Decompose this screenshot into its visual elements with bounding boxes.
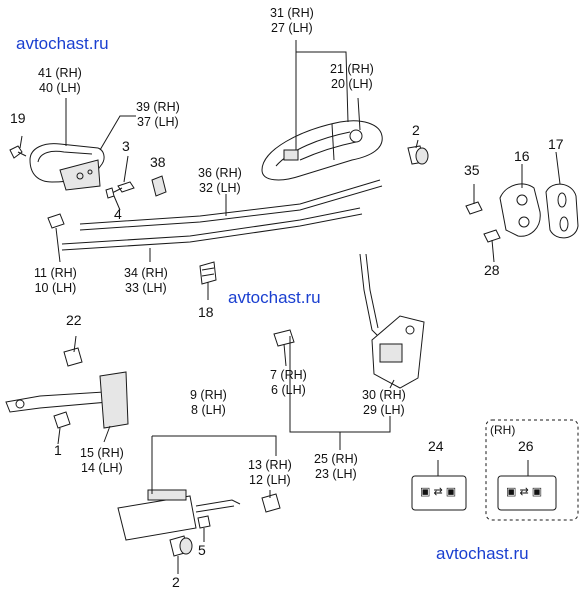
callout-14: 14 (LH) — [81, 461, 123, 475]
callout-39: 39 (RH) — [136, 100, 180, 114]
bolt-22-part — [63, 347, 83, 367]
callout-17: 17 — [548, 136, 564, 152]
striker-16-part — [499, 183, 541, 237]
outside-handle-part — [29, 143, 105, 191]
shim-17-part — [545, 183, 579, 239]
rod-36-part — [79, 179, 383, 231]
callout-38: 38 — [150, 154, 166, 170]
watermark-bottom: avtochast.ru — [436, 544, 529, 563]
callout-9-8: 9 (RH) 8 (LH) — [190, 388, 227, 418]
callout-11: 11 (RH) — [34, 266, 77, 280]
callout-1: 1 — [54, 442, 62, 458]
label-24-icon: ▣ ⇄ ▣ — [420, 486, 457, 498]
bolt-28-part — [483, 229, 501, 243]
callout-25-23: 25 (RH) 23 (LH) — [314, 452, 358, 482]
watermark-middle: avtochast.ru — [228, 288, 321, 307]
callout-30: 30 (RH) — [362, 388, 406, 402]
callout-4: 4 — [114, 206, 122, 222]
label-24-part — [411, 475, 467, 511]
callout-11-10: 11 (RH) 10 (LH) — [34, 266, 77, 296]
callout-41: 41 (RH) — [38, 66, 82, 80]
callout-21-20: 21 (RH) 20 (LH) — [330, 62, 374, 92]
callout-6: 6 (LH) — [271, 383, 306, 397]
callout-20: 20 (LH) — [331, 77, 373, 91]
grommet-2-part — [407, 145, 429, 165]
callout-16: 16 — [514, 148, 530, 164]
callout-9: 9 (RH) — [190, 388, 227, 402]
callout-24: 24 — [428, 438, 444, 454]
callout-21: 21 (RH) — [330, 62, 374, 76]
bolt-3-part — [105, 181, 135, 199]
callout-37: 37 (LH) — [137, 115, 179, 129]
label-26-part — [497, 475, 557, 511]
door-check-part — [5, 371, 129, 429]
callout-7: 7 (RH) — [270, 368, 307, 382]
callout-34-33: 34 (RH) 33 (LH) — [124, 266, 168, 296]
callout-28: 28 — [484, 262, 500, 278]
callout-31-27: 31 (RH) 27 (LH) — [270, 6, 314, 36]
callout-36: 36 (RH) — [198, 166, 242, 180]
callout-7-6: 7 (RH) 6 (LH) — [270, 368, 307, 398]
label-26-icon: ▣ ⇄ ▣ — [506, 486, 543, 498]
grommet-2-bottom-part — [169, 535, 193, 557]
screw-19-part — [9, 145, 27, 159]
bolt-1-part — [53, 411, 71, 429]
callout-2-top: 2 — [412, 122, 420, 138]
leader-lines — [19, 40, 561, 574]
nut-5-part — [197, 515, 211, 529]
callout-23: 23 (LH) — [315, 467, 357, 481]
callout-25: 25 (RH) — [314, 452, 358, 466]
callout-30-29: 30 (RH) 29 (LH) — [362, 388, 406, 418]
callout-15: 15 (RH) — [80, 446, 124, 460]
callout-12: 12 (LH) — [249, 473, 291, 487]
callout-5: 5 — [198, 542, 206, 558]
callout-15-14: 15 (RH) 14 (LH) — [80, 446, 124, 476]
callout-13-12: 13 (RH) 12 (LH) — [248, 458, 292, 488]
rh-dashed-box — [485, 419, 579, 521]
callout-13: 13 (RH) — [248, 458, 292, 472]
callout-40: 40 (LH) — [39, 81, 81, 95]
pad-38-part — [151, 175, 167, 197]
callout-36-32: 36 (RH) 32 (LH) — [198, 166, 242, 196]
spring-18-part — [199, 261, 217, 285]
callout-29: 29 (LH) — [363, 403, 405, 417]
rod-34-part — [61, 207, 363, 251]
callout-8: 8 (LH) — [191, 403, 226, 417]
inside-handle-part — [261, 120, 383, 181]
callout-34: 34 (RH) — [124, 266, 168, 280]
callout-26: 26 — [518, 438, 534, 454]
callout-22: 22 — [66, 312, 82, 328]
watermark-top: avtochast.ru — [16, 34, 109, 53]
clip-13-part — [261, 493, 281, 513]
actuator-part — [117, 489, 241, 541]
callout-31: 31 (RH) — [270, 6, 314, 20]
callout-19: 19 — [10, 110, 26, 126]
callout-41-40: 41 (RH) 40 (LH) — [38, 66, 82, 96]
callout-39-37: 39 (RH) 37 (LH) — [136, 100, 180, 130]
latch-assembly-part — [359, 253, 425, 389]
callout-32: 32 (LH) — [199, 181, 241, 195]
clip-7-part — [273, 329, 295, 347]
callout-35: 35 — [464, 162, 480, 178]
clip-11-part — [47, 213, 65, 229]
callout-2-bottom: 2 — [172, 574, 180, 590]
callout-33: 33 (LH) — [125, 281, 167, 295]
callout-10: 10 (LH) — [34, 281, 77, 295]
callout-3: 3 — [122, 138, 130, 154]
rh-box-label: (RH) — [490, 423, 516, 437]
callout-18: 18 — [198, 304, 214, 320]
callout-27: 27 (LH) — [271, 21, 313, 35]
